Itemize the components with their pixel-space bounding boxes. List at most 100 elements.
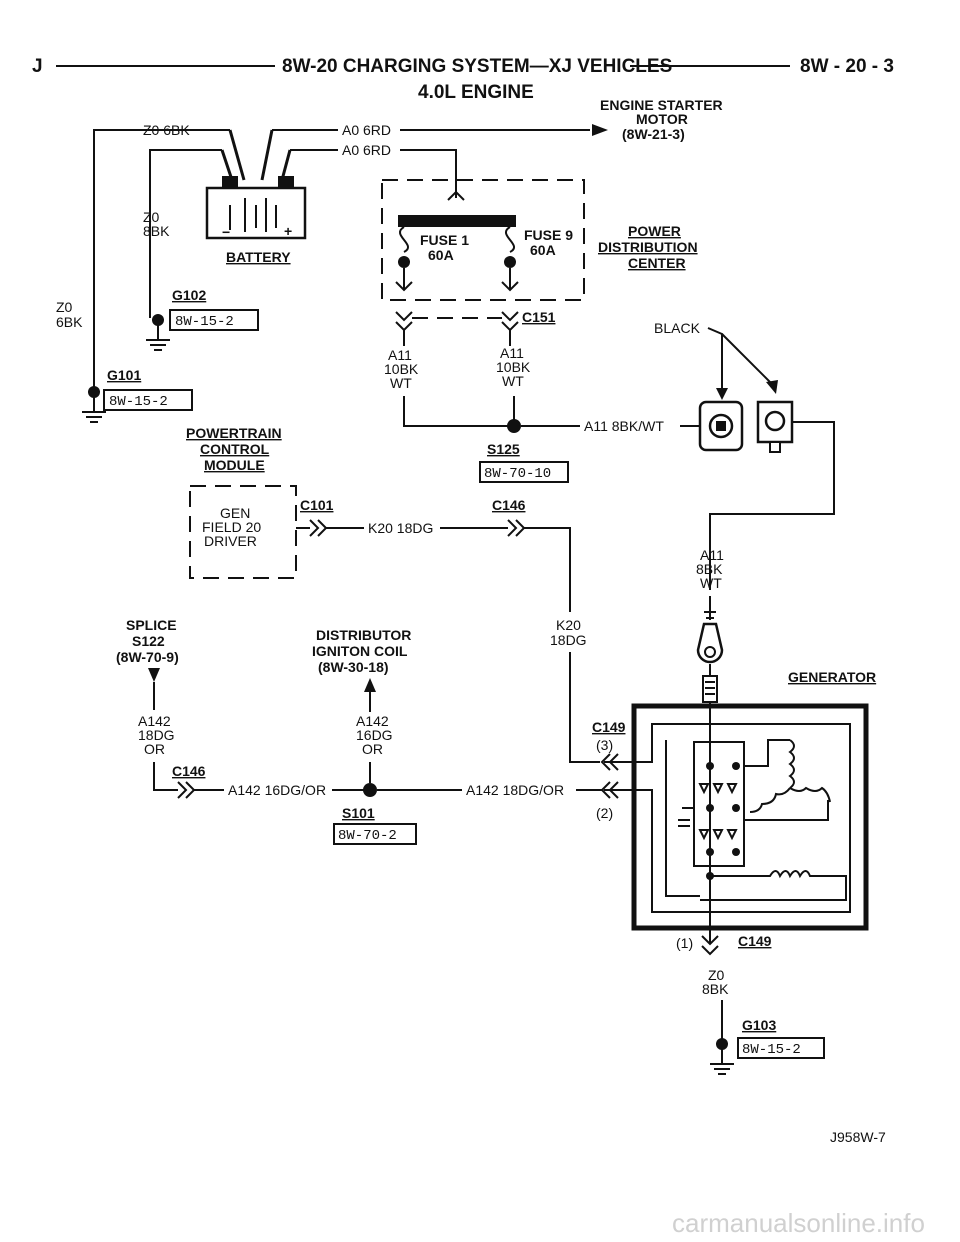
c151-pin-left-icon — [395, 311, 413, 332]
g102-ref: 8W-15-2 — [175, 314, 234, 330]
generator: A11 8BK WT GENERATOR — [592, 547, 876, 1075]
powertrain-control-module: POWERTRAIN CONTROL MODULE GEN FIELD 20 D… — [186, 425, 600, 763]
arrow-black-right-icon — [766, 380, 778, 394]
wire-a142-left-down — [153, 762, 178, 791]
starter-label-2: MOTOR — [636, 111, 688, 127]
wire-label-a142-18dg-or: A142 18DG/OR — [466, 782, 564, 798]
wire-label-z0-8bk-1: Z0 — [143, 209, 160, 225]
stud-thread-lines — [705, 681, 715, 695]
fuse1-dot — [398, 256, 410, 268]
s101-ref-box — [333, 823, 417, 845]
s125-ref: 8W-70-10 — [484, 466, 551, 482]
wire-label-z0-6bk-side-1: Z0 — [56, 299, 73, 315]
a142-mid-2: 16DG — [356, 727, 393, 743]
starter-label-3: (8W-21-3) — [622, 126, 685, 142]
watermark: carmanualsonline.info — [672, 1208, 925, 1238]
diode-row-upper-icon — [698, 783, 738, 795]
c149-pin2-connector-icon — [600, 781, 619, 799]
stator-coil-icon — [788, 739, 795, 789]
wire-label-a11-8bk-wt: A11 8BK/WT — [584, 418, 664, 434]
s125-ref-box — [479, 461, 569, 483]
capacitor-icon — [678, 807, 694, 827]
a11-right-2: 10BK — [496, 359, 531, 375]
pcm-label-1: POWERTRAIN — [186, 425, 282, 441]
a142-mid-1: A142 — [356, 713, 389, 729]
battery-label: BATTERY — [226, 249, 291, 265]
a11-circuit: A11 10BK WT A11 10BK WT A11 8BK/WT S125 … — [384, 330, 700, 483]
pin-3-label: (3) — [596, 737, 613, 753]
g103-label: G103 — [742, 1017, 776, 1033]
rect-node — [706, 804, 714, 812]
fuse1-icon — [399, 226, 409, 253]
page-header: J 8W-20 CHARGING SYSTEM—XJ VEHICLES 8W -… — [32, 56, 894, 103]
a11-gen-2: 8BK — [696, 561, 723, 577]
c149-bottom-label: C149 — [738, 933, 772, 949]
s125-label: S125 — [487, 441, 520, 457]
pdc-label-1: POWER — [628, 223, 681, 239]
a11-right-3: WT — [502, 373, 524, 389]
s101-label: S101 — [342, 805, 375, 821]
diode-row-lower-icon — [698, 829, 738, 841]
pdc-label-3: CENTER — [628, 255, 686, 271]
stator-coil-left-icon — [749, 787, 791, 813]
splice-label-3: (8W-70-9) — [116, 649, 179, 665]
ring-terminal-hole — [704, 646, 716, 658]
battery-positive-wires: A0 6RD A0 6RD ENGINE STARTER MOTOR (8W-2… — [272, 97, 723, 198]
wire-z0-6bk — [93, 129, 230, 392]
c151-label: C151 — [522, 309, 556, 325]
a142-mid-3: OR — [362, 741, 383, 757]
page-reference: 8W - 20 - 3 — [800, 56, 894, 77]
generator-internal-frame — [604, 723, 851, 913]
dist-coil-label-3: (8W-30-18) — [318, 659, 389, 675]
a11-gen-1: A11 — [700, 547, 724, 563]
battery-area: Z0 6BK Z0 6BK Z0 8BK − + BATTERY G102 8W… — [56, 122, 307, 423]
battery-minus-sign: − — [222, 224, 230, 240]
black-pointer-left — [707, 327, 723, 388]
stator-coil-right-icon — [789, 786, 831, 803]
gen-driver-2: FIELD 20 — [202, 519, 261, 535]
s101-ref: 8W-70-2 — [338, 828, 397, 844]
a142-left-2: 18DG — [138, 727, 175, 743]
fuse9-rating: 60A — [530, 242, 556, 258]
splice-label-1: SPLICE — [126, 617, 177, 633]
g101-label: G101 — [107, 367, 141, 383]
junction-stud-left-ring — [708, 413, 734, 439]
c149-pin1-connector-icon — [701, 935, 719, 956]
ring-terminal-icon — [696, 622, 724, 664]
pdc-boundary — [381, 179, 585, 301]
g103-ref-box — [737, 1037, 825, 1059]
s125-splice-dot — [507, 419, 521, 433]
a142-circuit: SPLICE S122 (8W-70-9) A142 18DG OR C146 … — [116, 617, 602, 845]
pdc-input-connector-icon — [447, 190, 465, 201]
k20-vert-1: K20 — [556, 617, 581, 633]
starter-label-1: ENGINE STARTER — [600, 97, 723, 113]
arrow-to-splice-icon — [148, 668, 160, 682]
g102-ref-box — [169, 309, 259, 331]
battery-positive-post — [278, 176, 294, 188]
wire-label-a0-6rd-1: A0 6RD — [342, 122, 391, 138]
dist-coil-label-1: DISTRIBUTOR — [316, 627, 411, 643]
junction-stud-left-core — [716, 421, 726, 431]
wire-label-z0-8bk-2: 8BK — [143, 223, 170, 239]
c151-pin-right-icon — [501, 311, 519, 332]
junction-stud-right-icon — [756, 400, 794, 444]
battery-negative-post — [222, 176, 238, 188]
rect-node — [732, 848, 740, 856]
ring-terminal-stem-icon — [704, 611, 716, 619]
pcm-label-2: CONTROL — [200, 441, 270, 457]
regulator-lead — [665, 740, 700, 897]
wire-a0-6rd-pdc-cont — [400, 149, 457, 198]
a11-gen-3: WT — [700, 575, 722, 591]
wire-label-a142-16dg-or: A142 16DG/OR — [228, 782, 326, 798]
g102-label: G102 — [172, 287, 206, 303]
rect-node — [706, 848, 714, 856]
page-title: 8W-20 CHARGING SYSTEM—XJ VEHICLES — [282, 56, 672, 77]
fuse9-out-connector-icon — [501, 268, 519, 292]
wire-label-a0-6rd-2: A0 6RD — [342, 142, 391, 158]
black-label: BLACK — [654, 320, 701, 336]
black-pointer-right — [721, 333, 773, 385]
wire-k20-to-generator — [569, 652, 600, 763]
ground-g103-icon — [710, 1044, 734, 1075]
connector-c151: C151 — [395, 309, 556, 332]
a142-left-3: OR — [144, 741, 165, 757]
